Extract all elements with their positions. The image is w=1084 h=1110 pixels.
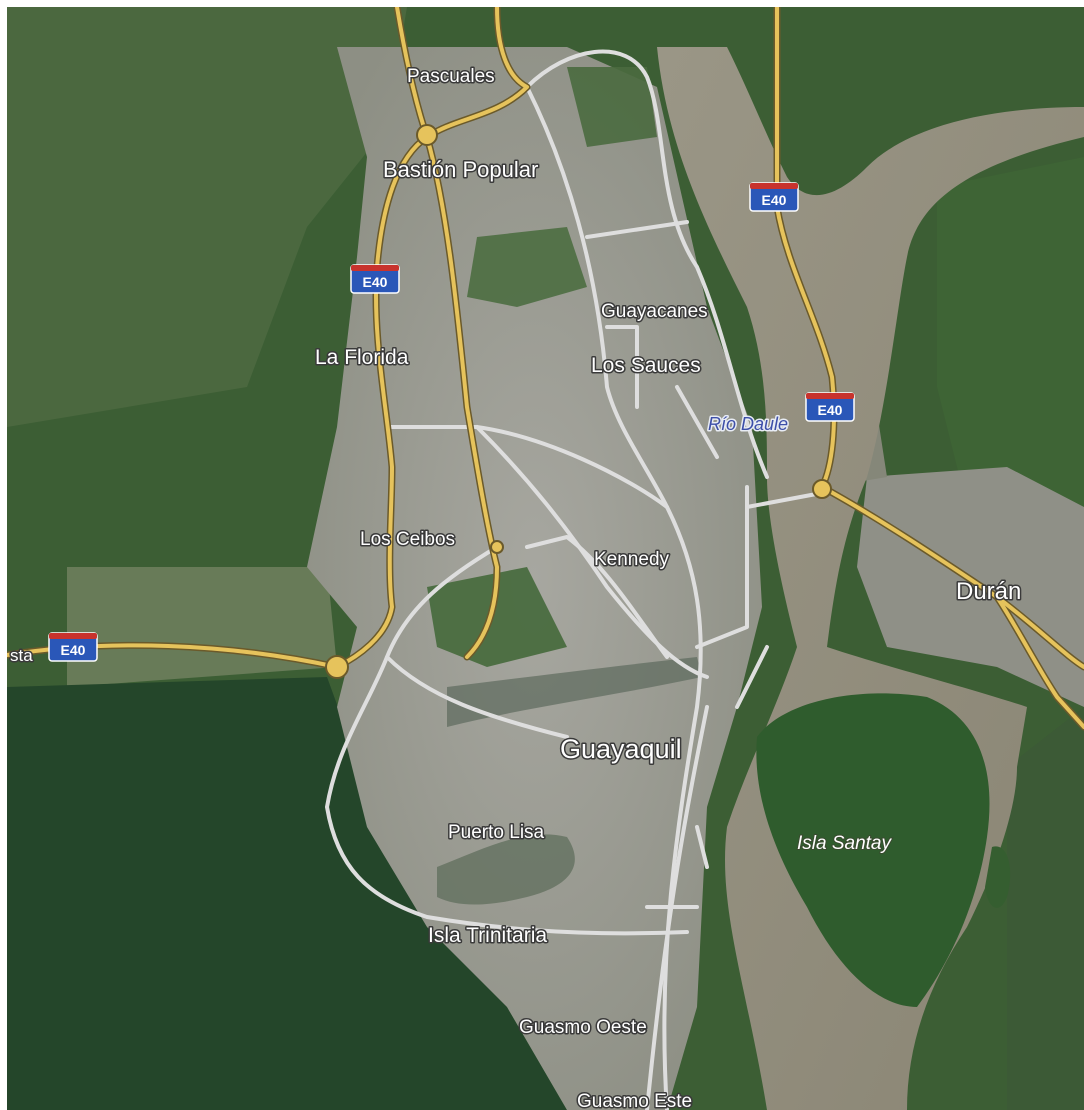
road-diagonal-kennedy[interactable] [475, 425, 709, 679]
farmland-southeast [1007, 707, 1084, 1110]
label-rio-daule[interactable]: Río Daule [707, 413, 790, 436]
road-cross-1[interactable] [585, 220, 689, 239]
highway-e40-costa[interactable] [7, 643, 339, 669]
label-duran[interactable]: Durán [955, 577, 1023, 607]
shield-label: E40 [762, 192, 787, 208]
label-pascuales[interactable]: Pascuales [406, 65, 497, 89]
satellite-map[interactable]: E40 E40 E40 E40 Pascuales Bastión Popula… [7, 7, 1084, 1110]
interchange-los-ceibos[interactable] [490, 540, 504, 554]
label-guayaquil[interactable]: Guayaquil [559, 733, 684, 766]
road-florida-cross[interactable] [385, 425, 669, 509]
highway-shield[interactable]: E40 [350, 264, 400, 294]
shield-label: E40 [818, 402, 843, 418]
interchanges [325, 124, 832, 679]
road-perimetral-north[interactable] [525, 49, 769, 479]
small-island [985, 846, 1011, 908]
label-isla-santay[interactable]: Isla Santay [796, 832, 893, 855]
label-la-florida[interactable]: La Florida [314, 345, 411, 371]
label-guasmo-este[interactable]: Guasmo Este [576, 1090, 694, 1110]
urban-area-guayaquil [307, 47, 762, 1110]
green-pocket-pascuales [567, 67, 657, 147]
highway-shield[interactable]: E40 [805, 392, 855, 422]
cleared-land-west [67, 567, 337, 687]
label-guayacanes[interactable]: Guayacanes [600, 300, 710, 324]
highway-shield[interactable]: E40 [749, 182, 799, 212]
mangrove-southwest [7, 677, 567, 1110]
estuary-channel [447, 657, 702, 727]
road-guayacanes[interactable] [605, 325, 639, 409]
road-network [325, 49, 829, 1110]
interchange-west[interactable] [325, 655, 349, 679]
road-perimetral-west[interactable] [325, 545, 689, 936]
road-kennedy-loop[interactable] [525, 535, 669, 659]
road-malecon[interactable] [735, 645, 769, 709]
estuary-puerto-lisa [437, 834, 575, 905]
highway-duran-south[interactable] [995, 595, 1084, 729]
road-sauces[interactable] [675, 385, 719, 459]
map-canvas[interactable]: E40 E40 E40 E40 Pascuales Bastión Popula… [7, 7, 1084, 1110]
label-puerto-lisa[interactable]: Puerto Lisa [447, 821, 547, 845]
label-kennedy[interactable]: Kennedy [593, 548, 672, 572]
farmland-northwest [7, 7, 407, 427]
label-isla-trinitaria[interactable]: Isla Trinitaria [427, 923, 549, 949]
interchange-pascuales[interactable] [416, 124, 438, 146]
road-to-centro[interactable] [385, 655, 569, 739]
interchange-duran[interactable] [812, 479, 832, 499]
shield-label: E40 [61, 642, 86, 658]
highway-vía-daule[interactable] [395, 7, 499, 659]
label-los-sauces[interactable]: Los Sauces [590, 353, 703, 379]
isla-santay-landmass [756, 693, 990, 1007]
green-pocket-cerro [427, 567, 567, 667]
road-malecon-south[interactable] [695, 825, 709, 869]
shield-label: E40 [363, 274, 388, 290]
road-central-axis[interactable] [525, 85, 703, 1110]
forest-east [937, 157, 1084, 527]
label-guasmo-oeste[interactable]: Guasmo Oeste [518, 1016, 649, 1040]
green-pocket-north [467, 227, 587, 307]
label-edge-fragment: sta [10, 646, 33, 665]
road-bridge-approach[interactable] [695, 485, 749, 649]
label-bastion-popular[interactable]: Bastión Popular [382, 156, 540, 184]
road-south-1[interactable] [645, 705, 709, 1110]
highway-shield[interactable]: E40 [48, 632, 98, 662]
label-los-ceibos[interactable]: Los Ceibos [359, 528, 457, 552]
